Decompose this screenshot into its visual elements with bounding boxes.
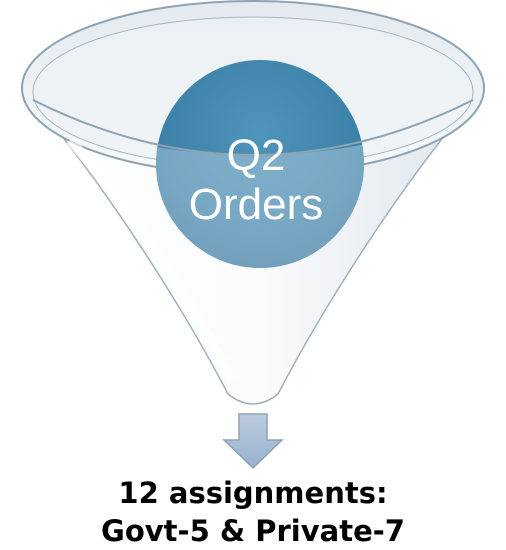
result-line2: Govt-5 & Private-7 bbox=[101, 514, 405, 548]
result-label: 12 assignments: Govt-5 & Private-7 bbox=[0, 474, 506, 550]
funnel-rim-front bbox=[32, 99, 474, 156]
circle-text-line1: Q2 bbox=[227, 131, 286, 180]
circle-text-line2: Orders bbox=[189, 180, 323, 229]
result-line1: 12 assignments: bbox=[118, 476, 388, 510]
down-arrow-icon bbox=[222, 413, 284, 470]
